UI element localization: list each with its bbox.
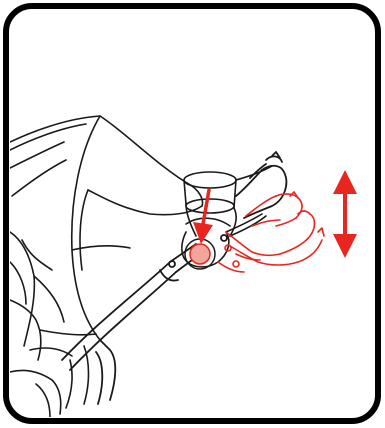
release-button bbox=[185, 239, 215, 269]
panel-frame bbox=[6, 6, 378, 421]
